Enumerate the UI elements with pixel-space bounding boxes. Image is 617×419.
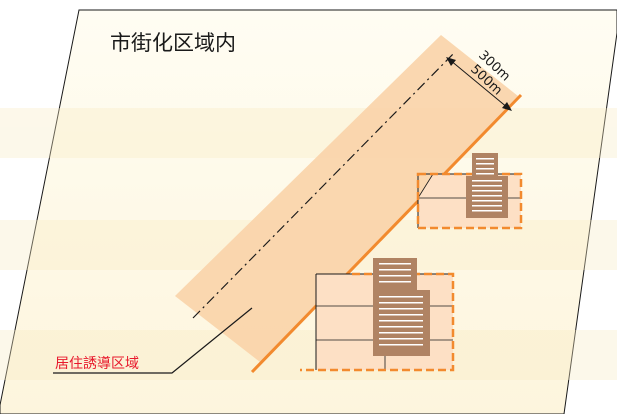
distance-300m-line <box>192 51 456 319</box>
walking-distance-band <box>175 35 518 362</box>
distance-500m-boundary <box>250 93 523 374</box>
upper-building <box>466 153 508 218</box>
lower-building <box>373 258 430 356</box>
area-title: 市街化区域内 <box>110 31 236 55</box>
dimension-arrow <box>446 57 512 111</box>
residential-zone-label: 居住誘導区域 <box>55 356 139 372</box>
zone-leader-line <box>53 307 253 374</box>
